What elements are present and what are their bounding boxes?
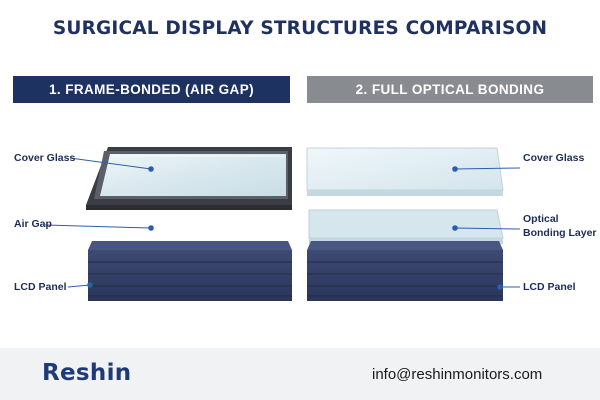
page-title: SURGICAL DISPLAY STRUCTURES COMPARISON: [52, 18, 548, 39]
left-cover-glass-frame: [86, 147, 292, 210]
optical-bonding-header: 2. FULL OPTICAL BONDING: [307, 76, 593, 103]
left-cover-glass-label: Cover Glass: [14, 152, 76, 164]
right-lcd-panel: [307, 241, 503, 301]
air-gap-label: Air Gap: [14, 218, 52, 230]
contact-email[interactable]: info@reshinmonitors.com: [372, 366, 543, 383]
frame-bonded-header: 1. FRAME-BONDED (AIR GAP): [13, 76, 290, 103]
right-cover-glass: [306, 147, 504, 196]
right-optical-bonding-layer: [308, 209, 504, 244]
right-lcd-panel-label: LCD Panel: [523, 281, 576, 293]
brand-logo: Reshin: [42, 360, 132, 386]
footer-bar: [0, 348, 600, 400]
left-cover-glass: [100, 154, 286, 196]
left-lcd-panel-label: LCD Panel: [14, 281, 67, 293]
optical-bonding-label-line2: Bonding Layer: [523, 227, 597, 239]
right-cover-glass-label: Cover Glass: [523, 152, 585, 164]
left-lcd-panel: [88, 241, 292, 301]
optical-bonding-label-line1: Optical: [523, 213, 559, 225]
